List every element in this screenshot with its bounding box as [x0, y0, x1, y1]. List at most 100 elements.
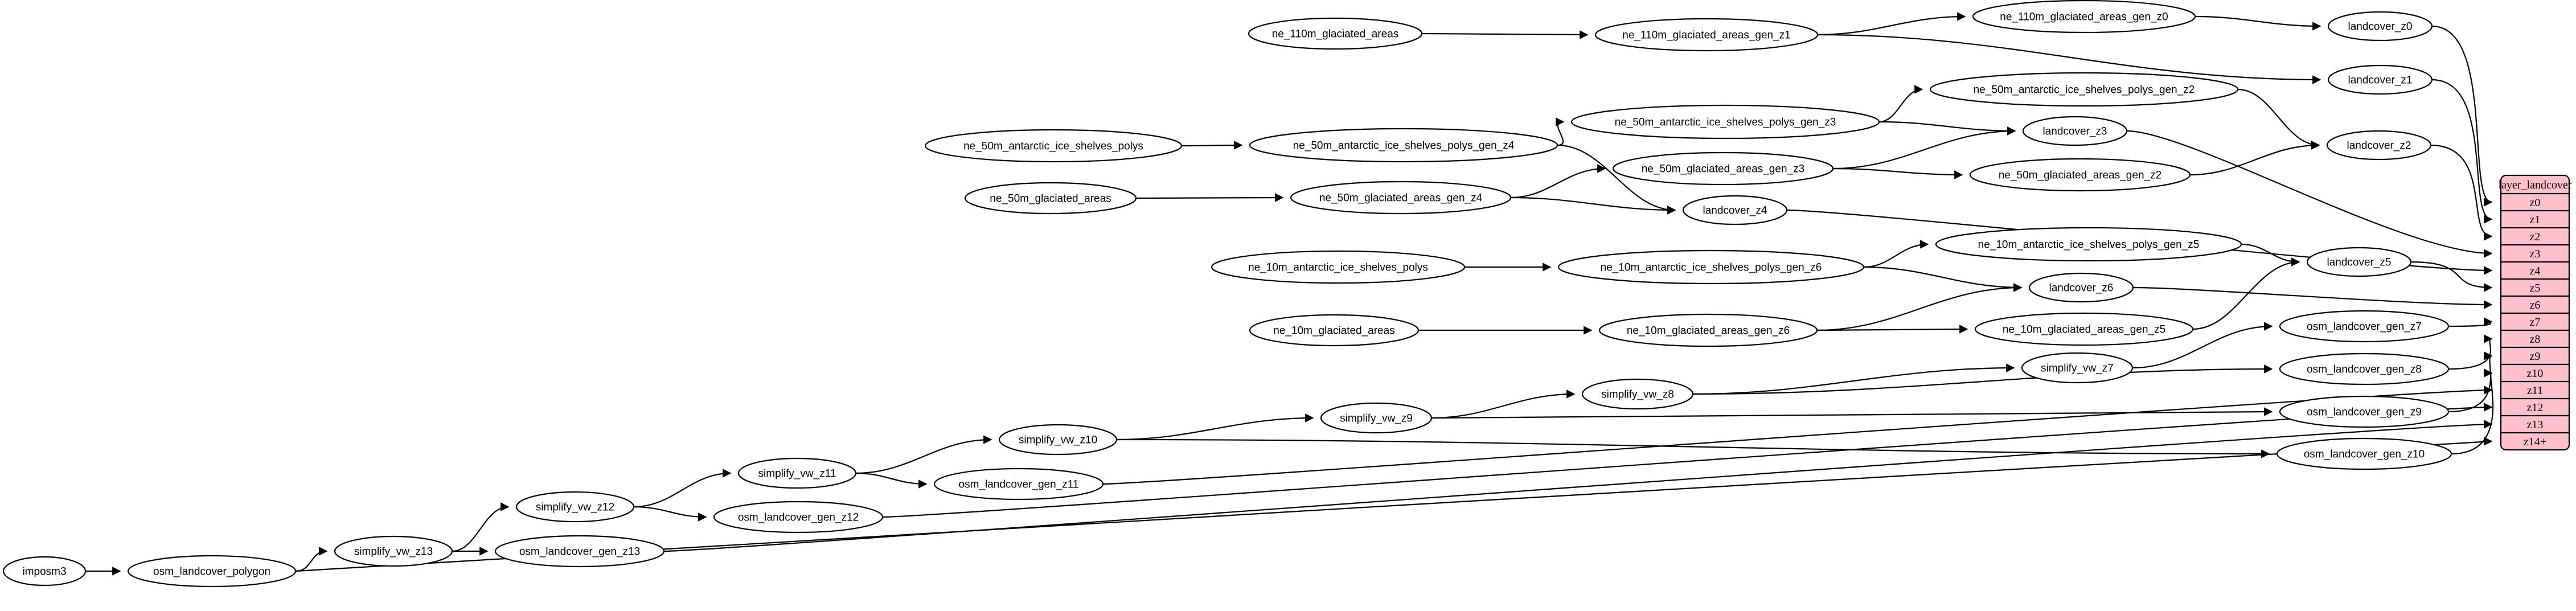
- node-shape-osm_landcover_gen_z9[interactable]: [2279, 395, 2450, 428]
- table-row-z0[interactable]: z0: [2530, 196, 2541, 209]
- node-shape-simplify_vw_z11[interactable]: [737, 457, 857, 489]
- node-ne_10m_antarctic_ice_shelves_polys[interactable]: ne_10m_antarctic_ice_shelves_polys: [1211, 250, 1466, 284]
- node-ne_50m_antarctic_ice_shelves_polys[interactable]: ne_50m_antarctic_ice_shelves_polys: [924, 129, 1183, 163]
- node-shape-simplify_vw_z7[interactable]: [2021, 352, 2134, 384]
- node-simplify_vw_z8[interactable]: simplify_vw_z8: [1581, 378, 1694, 410]
- node-shape-ne_10m_glaciated_areas_gen_z6[interactable]: [1598, 313, 1818, 347]
- node-simplify_vw_z12[interactable]: simplify_vw_z12: [515, 491, 635, 523]
- table-row-z5[interactable]: z5: [2530, 282, 2541, 294]
- node-shape-ne_10m_antarctic_ice_shelves_polys_gen_z5[interactable]: [1935, 227, 2242, 262]
- node-label-simplify_vw_z8: simplify_vw_z8: [1601, 389, 1674, 401]
- node-shape-simplify_vw_z13[interactable]: [334, 535, 453, 567]
- node-shape-simplify_vw_z8[interactable]: [1581, 378, 1694, 410]
- node-shape-landcover_z2[interactable]: [2326, 130, 2432, 161]
- node-simplify_vw_z10[interactable]: simplify_vw_z10: [998, 424, 1118, 456]
- node-osm_landcover_gen_z7[interactable]: osm_landcover_gen_z7: [2279, 310, 2450, 343]
- node-ne_50m_glaciated_areas_gen_z3[interactable]: ne_50m_glaciated_areas_gen_z3: [1612, 151, 1834, 186]
- node-label-ne_110m_glaciated_areas_gen_z1: ne_110m_glaciated_areas_gen_z1: [1622, 30, 1790, 42]
- node-landcover_z6[interactable]: landcover_z6: [2028, 272, 2134, 303]
- node-shape-ne_10m_glaciated_areas_gen_z5[interactable]: [1974, 312, 2194, 346]
- node-landcover_z2[interactable]: landcover_z2: [2326, 130, 2432, 161]
- node-landcover_z0[interactable]: landcover_z0: [2327, 11, 2433, 42]
- node-shape-ne_50m_antarctic_ice_shelves_polys_gen_z2[interactable]: [1929, 72, 2239, 107]
- table-row-z6[interactable]: z6: [2530, 299, 2541, 311]
- node-shape-ne_50m_glaciated_areas[interactable]: [964, 182, 1137, 215]
- node-shape-osm_landcover_polygon[interactable]: [127, 555, 297, 588]
- node-shape-simplify_vw_z9[interactable]: [1320, 402, 1433, 434]
- edge-layer: [85, 12, 2494, 576]
- node-shape-landcover_z3[interactable]: [2022, 116, 2128, 146]
- table-row-z1[interactable]: z1: [2530, 214, 2541, 226]
- node-ne_50m_glaciated_areas[interactable]: ne_50m_glaciated_areas: [964, 182, 1137, 215]
- node-ne_10m_glaciated_areas[interactable]: ne_10m_glaciated_areas: [1249, 314, 1420, 347]
- table-row-z4[interactable]: z4: [2530, 265, 2541, 277]
- node-landcover_z4[interactable]: landcover_z4: [1682, 195, 1788, 225]
- node-ne_10m_antarctic_ice_shelves_polys_gen_z5[interactable]: ne_10m_antarctic_ice_shelves_polys_gen_z…: [1935, 227, 2242, 262]
- node-shape-ne_110m_glaciated_areas_gen_z1[interactable]: [1594, 18, 1819, 52]
- node-ne_50m_antarctic_ice_shelves_polys_gen_z4[interactable]: ne_50m_antarctic_ice_shelves_polys_gen_z…: [1249, 128, 1558, 163]
- edge-ne_10m_antarctic_ice_shelves_polys_gen_z6-to-landcover_z6: [1863, 266, 2023, 292]
- node-landcover_z5[interactable]: landcover_z5: [2306, 247, 2412, 277]
- node-ne_50m_glaciated_areas_gen_z4[interactable]: ne_50m_glaciated_areas_gen_z4: [1290, 181, 1512, 215]
- table-row-z14plus[interactable]: z14+: [2524, 436, 2546, 448]
- node-ne_10m_antarctic_ice_shelves_polys_gen_z6[interactable]: ne_10m_antarctic_ice_shelves_polys_gen_z…: [1557, 249, 1865, 285]
- node-shape-ne_50m_glaciated_areas_gen_z4[interactable]: [1290, 181, 1512, 215]
- node-shape-ne_50m_antarctic_ice_shelves_polys[interactable]: [924, 129, 1183, 163]
- node-ne_110m_glaciated_areas_gen_z0[interactable]: ne_110m_glaciated_areas_gen_z0: [1972, 0, 2196, 34]
- node-shape-osm_landcover_gen_z10[interactable]: [2276, 437, 2452, 470]
- node-ne_50m_antarctic_ice_shelves_polys_gen_z2[interactable]: ne_50m_antarctic_ice_shelves_polys_gen_z…: [1929, 72, 2239, 107]
- node-shape-landcover_z6[interactable]: [2028, 272, 2134, 303]
- node-ne_10m_glaciated_areas_gen_z5[interactable]: ne_10m_glaciated_areas_gen_z5: [1974, 312, 2194, 346]
- node-shape-osm_landcover_gen_z12[interactable]: [713, 501, 884, 534]
- table-row-z10[interactable]: z10: [2527, 367, 2544, 380]
- node-simplify_vw_z11[interactable]: simplify_vw_z11: [737, 457, 857, 489]
- node-osm_landcover_gen_z12[interactable]: osm_landcover_gen_z12: [713, 501, 884, 534]
- node-shape-osm_landcover_gen_z7[interactable]: [2279, 310, 2450, 343]
- node-shape-simplify_vw_z12[interactable]: [515, 491, 635, 523]
- node-osm_landcover_gen_z9[interactable]: osm_landcover_gen_z9: [2279, 395, 2450, 428]
- node-shape-landcover_z1[interactable]: [2327, 64, 2433, 95]
- edge-simplify_vw_z11-to-simplify_vw_z10: [855, 435, 992, 474]
- node-ne_10m_glaciated_areas_gen_z6[interactable]: ne_10m_glaciated_areas_gen_z6: [1598, 313, 1818, 347]
- node-shape-imposm3[interactable]: [2, 556, 87, 587]
- node-simplify_vw_z9[interactable]: simplify_vw_z9: [1320, 402, 1433, 434]
- node-shape-ne_10m_glaciated_areas[interactable]: [1249, 314, 1420, 347]
- node-shape-ne_50m_antarctic_ice_shelves_polys_gen_z4[interactable]: [1249, 128, 1558, 163]
- node-shape-osm_landcover_gen_z11[interactable]: [933, 468, 1104, 501]
- node-shape-ne_10m_antarctic_ice_shelves_polys[interactable]: [1211, 250, 1466, 284]
- node-osm_landcover_gen_z13[interactable]: osm_landcover_gen_z13: [494, 535, 665, 568]
- node-landcover_z3[interactable]: landcover_z3: [2022, 116, 2128, 146]
- node-simplify_vw_z7[interactable]: simplify_vw_z7: [2021, 352, 2134, 384]
- table-row-z3[interactable]: z3: [2530, 248, 2541, 260]
- node-shape-simplify_vw_z10[interactable]: [998, 424, 1118, 456]
- table-row-z2[interactable]: z2: [2530, 231, 2541, 243]
- table-row-z13[interactable]: z13: [2527, 419, 2544, 431]
- node-ne_50m_glaciated_areas_gen_z2[interactable]: ne_50m_glaciated_areas_gen_z2: [1969, 158, 2191, 192]
- node-osm_landcover_gen_z11[interactable]: osm_landcover_gen_z11: [933, 468, 1104, 501]
- table-row-z12[interactable]: z12: [2527, 401, 2544, 414]
- node-osm_landcover_gen_z8[interactable]: osm_landcover_gen_z8: [2279, 352, 2450, 386]
- node-shape-ne_10m_antarctic_ice_shelves_polys_gen_z6[interactable]: [1557, 249, 1865, 285]
- node-ne_50m_antarctic_ice_shelves_polys_gen_z3[interactable]: ne_50m_antarctic_ice_shelves_polys_gen_z…: [1570, 104, 1880, 140]
- node-shape-osm_landcover_gen_z13[interactable]: [494, 535, 665, 568]
- node-ne_110m_glaciated_areas_gen_z1[interactable]: ne_110m_glaciated_areas_gen_z1: [1594, 18, 1819, 52]
- table-row-z7[interactable]: z7: [2530, 316, 2541, 329]
- node-landcover_z1[interactable]: landcover_z1: [2327, 64, 2433, 95]
- table-row-z11[interactable]: z11: [2527, 384, 2543, 397]
- node-shape-landcover_z0[interactable]: [2327, 11, 2433, 42]
- node-osm_landcover_polygon[interactable]: osm_landcover_polygon: [127, 555, 297, 588]
- node-shape-ne_50m_antarctic_ice_shelves_polys_gen_z3[interactable]: [1570, 104, 1880, 140]
- node-ne_110m_glaciated_areas[interactable]: ne_110m_glaciated_areas: [1248, 17, 1423, 50]
- node-shape-osm_landcover_gen_z8[interactable]: [2279, 352, 2450, 386]
- node-shape-ne_110m_glaciated_areas_gen_z0[interactable]: [1972, 0, 2196, 34]
- table-row-z8[interactable]: z8: [2530, 333, 2541, 346]
- node-shape-ne_50m_glaciated_areas_gen_z2[interactable]: [1969, 158, 2191, 192]
- node-shape-ne_50m_glaciated_areas_gen_z3[interactable]: [1612, 151, 1834, 186]
- node-shape-landcover_z5[interactable]: [2306, 247, 2412, 277]
- node-shape-ne_110m_glaciated_areas[interactable]: [1248, 17, 1423, 50]
- table-row-z9[interactable]: z9: [2530, 350, 2541, 363]
- node-shape-landcover_z4[interactable]: [1682, 195, 1788, 225]
- node-simplify_vw_z13[interactable]: simplify_vw_z13: [334, 535, 453, 567]
- node-imposm3[interactable]: imposm3: [2, 556, 87, 587]
- node-osm_landcover_gen_z10[interactable]: osm_landcover_gen_z10: [2276, 437, 2452, 470]
